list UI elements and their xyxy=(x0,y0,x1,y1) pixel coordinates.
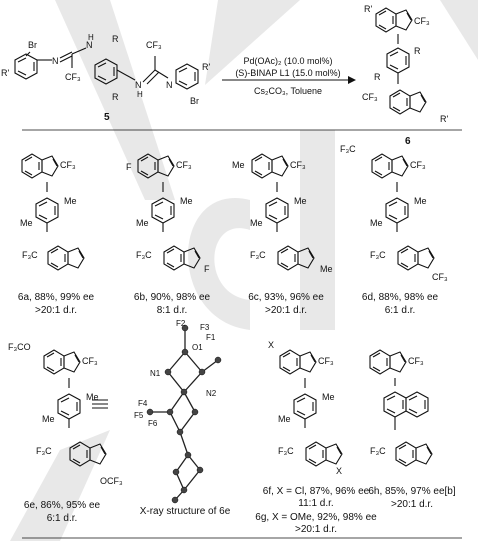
watermark xyxy=(10,0,478,541)
svg-text:Me: Me xyxy=(414,196,427,206)
svg-text:>20:1 d.r.: >20:1 d.r. xyxy=(391,499,433,510)
svg-text:CF₃: CF₃ xyxy=(408,356,424,366)
svg-text:R: R xyxy=(374,72,381,82)
svg-text:F6: F6 xyxy=(148,419,158,428)
svg-text:R': R' xyxy=(1,68,9,78)
svg-text:H: H xyxy=(88,33,94,42)
svg-text:F1: F1 xyxy=(206,333,216,342)
compound-6e: F₃CO CF₃ Me Me F₃C OCF₃ xyxy=(8,342,123,486)
svg-text:>20:1 d.r.: >20:1 d.r. xyxy=(295,524,337,535)
svg-text:Me: Me xyxy=(370,218,383,228)
svg-text:N1: N1 xyxy=(150,369,161,378)
svg-text:CF₃: CF₃ xyxy=(60,160,76,170)
svg-text:5: 5 xyxy=(104,112,110,123)
svg-text:Me: Me xyxy=(278,414,291,424)
svg-text:Me: Me xyxy=(322,392,335,402)
svg-text:N: N xyxy=(166,80,173,90)
svg-text:R: R xyxy=(112,34,119,44)
compound-6a: CF₃ Me Me F₃C xyxy=(20,153,85,271)
svg-text:R': R' xyxy=(440,114,448,124)
svg-text:6:1 d.r.: 6:1 d.r. xyxy=(385,305,416,316)
svg-text:Me: Me xyxy=(42,414,55,424)
svg-text:Me: Me xyxy=(250,218,263,228)
svg-text:6: 6 xyxy=(405,136,411,147)
svg-text:6e, 86%, 95% ee: 6e, 86%, 95% ee xyxy=(24,500,101,511)
svg-text:CF₃: CF₃ xyxy=(432,272,448,282)
svg-text:8:1 d.r.: 8:1 d.r. xyxy=(157,305,188,316)
svg-text:F₃CO: F₃CO xyxy=(8,342,31,352)
svg-text:Pd(OAc)₂ (10.0 mol%): Pd(OAc)₂ (10.0 mol%) xyxy=(243,56,332,66)
svg-text:F4: F4 xyxy=(138,399,148,408)
compound-6f-6g: X CF₃ Me Me F₃C X xyxy=(268,340,343,476)
svg-text:CF₃: CF₃ xyxy=(414,16,430,26)
svg-text:CF₃: CF₃ xyxy=(82,356,98,366)
svg-text:Cs₂CO₃, Toluene: Cs₂CO₃, Toluene xyxy=(254,86,322,96)
compound-6c: Me CF₃ Me Me F₃C Me xyxy=(232,153,333,274)
svg-text:O1: O1 xyxy=(192,343,203,352)
svg-text:11:1 d.r.: 11:1 d.r. xyxy=(298,498,333,509)
svg-text:F5: F5 xyxy=(134,411,144,420)
svg-text:F₃C: F₃C xyxy=(250,250,266,260)
svg-text:F₃C: F₃C xyxy=(36,446,52,456)
svg-text:>20:1 d.r.: >20:1 d.r. xyxy=(265,305,307,316)
svg-text:6g, X = OMe, 92%, 98% ee: 6g, X = OMe, 92%, 98% ee xyxy=(255,512,377,523)
svg-text:X: X xyxy=(336,466,342,476)
svg-text:Me: Me xyxy=(232,160,245,170)
xray-structure: F2 F3 F1 O1 N1 N2 F4 F5 F6 xyxy=(134,319,222,504)
svg-text:N: N xyxy=(135,80,142,90)
compound-6h: CF₃ F₃C xyxy=(369,349,433,467)
svg-text:6:1 d.r.: 6:1 d.r. xyxy=(47,513,78,524)
reaction-scheme: Br R' N CF₃ N H R R N H CF₃ N Br R' 5 Pd… xyxy=(1,4,448,147)
svg-text:F₃C: F₃C xyxy=(22,250,38,260)
svg-text:Me: Me xyxy=(64,196,77,206)
svg-text:CF₃: CF₃ xyxy=(176,160,192,170)
svg-text:6f, X = Cl, 87%, 96% ee: 6f, X = Cl, 87%, 96% ee xyxy=(263,486,370,497)
svg-text:CF₃: CF₃ xyxy=(290,160,306,170)
svg-text:F₃C: F₃C xyxy=(278,446,294,456)
svg-text:CF₃: CF₃ xyxy=(65,72,81,82)
svg-text:(S)-BINAP L1 (15.0 mol%): (S)-BINAP L1 (15.0 mol%) xyxy=(235,68,340,78)
svg-text:>20:1 d.r.: >20:1 d.r. xyxy=(35,305,77,316)
svg-text:6d, 88%, 98% ee: 6d, 88%, 98% ee xyxy=(362,292,439,303)
svg-text:6h, 85%, 97% ee[b]: 6h, 85%, 97% ee[b] xyxy=(368,486,456,497)
svg-text:N2: N2 xyxy=(206,389,217,398)
svg-text:F: F xyxy=(126,162,132,172)
svg-text:OCF₃: OCF₃ xyxy=(100,476,123,486)
svg-text:Me: Me xyxy=(136,218,149,228)
svg-text:F3: F3 xyxy=(200,323,210,332)
svg-text:F₃C: F₃C xyxy=(340,144,356,154)
svg-text:CF₃: CF₃ xyxy=(146,40,162,50)
svg-text:F: F xyxy=(204,264,210,274)
svg-text:Br: Br xyxy=(190,96,199,106)
svg-text:CF₃: CF₃ xyxy=(318,356,334,366)
svg-text:N: N xyxy=(86,40,93,50)
svg-text:6c, 93%, 96% ee: 6c, 93%, 96% ee xyxy=(248,292,324,303)
svg-text:6b, 90%, 98% ee: 6b, 90%, 98% ee xyxy=(134,292,211,303)
svg-text:6a, 88%, 99% ee: 6a, 88%, 99% ee xyxy=(18,292,95,303)
svg-text:F₃C: F₃C xyxy=(136,250,152,260)
svg-text:Me: Me xyxy=(294,196,307,206)
svg-text:Me: Me xyxy=(86,392,99,402)
svg-text:X: X xyxy=(268,340,274,350)
svg-text:N: N xyxy=(52,56,59,66)
compound-6d: F₃C CF₃ Me Me F₃C CF₃ xyxy=(340,144,448,282)
svg-text:H: H xyxy=(137,90,143,99)
svg-text:R': R' xyxy=(364,4,372,14)
svg-text:CF₃: CF₃ xyxy=(362,92,378,102)
svg-text:R: R xyxy=(414,46,421,56)
svg-text:Me: Me xyxy=(320,264,333,274)
svg-text:Me: Me xyxy=(180,196,193,206)
svg-text:Br: Br xyxy=(28,40,37,50)
svg-text:F2: F2 xyxy=(176,319,186,328)
svg-text:F₃C: F₃C xyxy=(370,446,386,456)
svg-text:R: R xyxy=(112,92,119,102)
svg-text:Me: Me xyxy=(20,218,33,228)
compound-6b: F CF₃ Me Me F₃C F xyxy=(126,153,210,274)
svg-text:F₃C: F₃C xyxy=(370,250,386,260)
svg-text:X-ray structure of 6e: X-ray structure of 6e xyxy=(140,506,231,517)
svg-text:CF₃: CF₃ xyxy=(410,160,426,170)
svg-text:R': R' xyxy=(202,62,210,72)
